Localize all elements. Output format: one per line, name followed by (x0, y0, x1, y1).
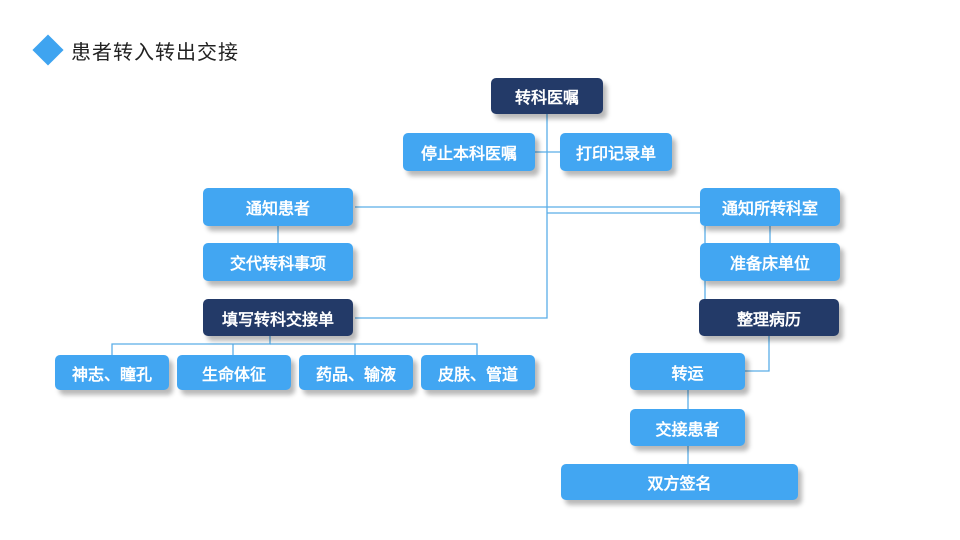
connector-line (111, 336, 271, 355)
node-stop-orders: 停止本科医嘱 (403, 133, 535, 171)
connector-line (355, 114, 548, 319)
node-prepare-bed: 准备床单位 (700, 243, 840, 281)
slide-title: 患者转入转出交接 (32, 34, 239, 66)
connector-line (745, 336, 770, 372)
node-print-record: 打印记录单 (560, 133, 672, 171)
node-explain-matters: 交代转科事项 (203, 243, 353, 281)
node-notify-department: 通知所转科室 (700, 188, 840, 226)
node-transfer-order: 转科医嘱 (491, 78, 603, 114)
node-transport: 转运 (630, 353, 745, 390)
node-notify-patient: 通知患者 (203, 188, 353, 226)
node-drugs-infusion: 药品、输液 (299, 355, 413, 390)
node-vital-signs: 生命体征 (177, 355, 291, 390)
page-title: 患者转入转出交接 (71, 39, 239, 64)
node-consciousness-pupils: 神志、瞳孔 (55, 355, 169, 390)
node-skin-tubes: 皮肤、管道 (421, 355, 535, 390)
node-both-sign: 双方签名 (561, 464, 798, 500)
connector-line (270, 343, 478, 355)
node-organize-records: 整理病历 (699, 299, 839, 336)
node-fill-handover-form: 填写转科交接单 (203, 299, 353, 336)
node-handover-patient: 交接患者 (630, 409, 745, 446)
